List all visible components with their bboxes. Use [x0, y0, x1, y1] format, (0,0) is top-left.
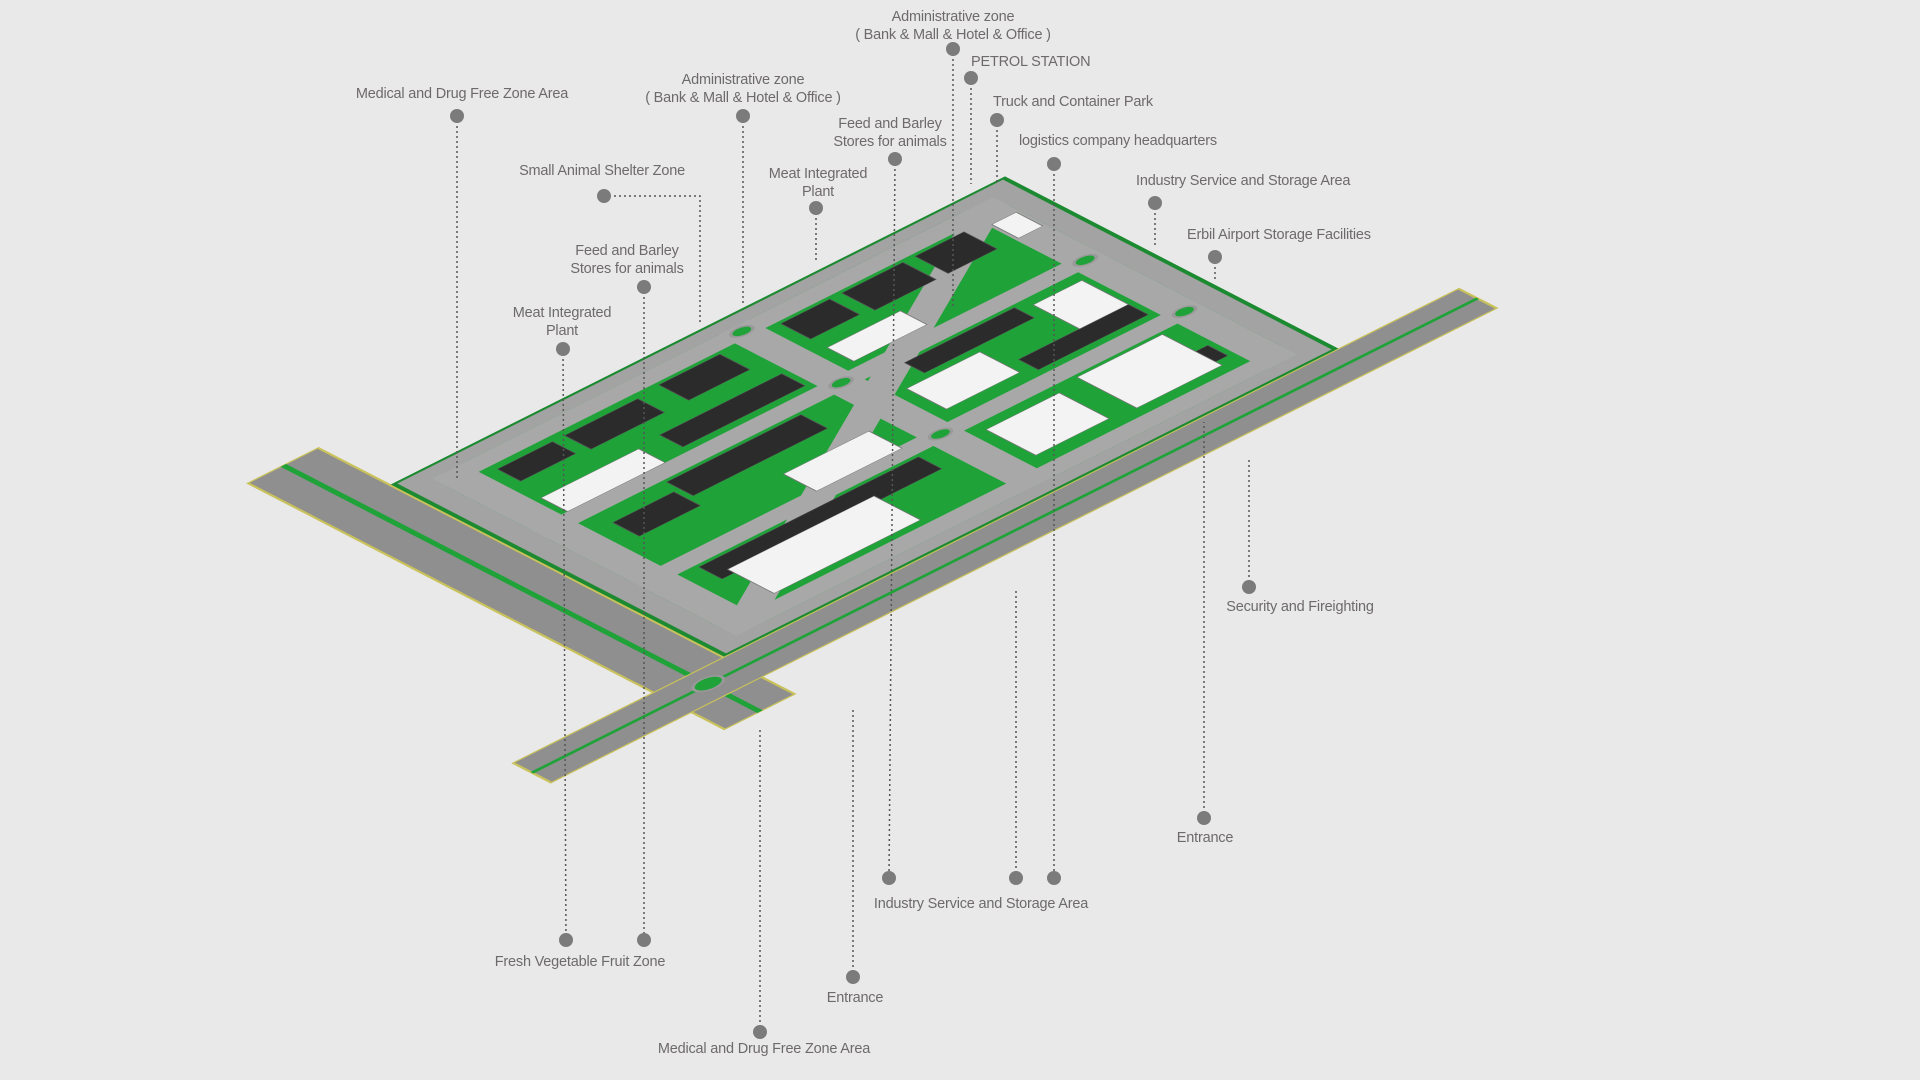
label-erbil-airport: Erbil Airport Storage Facilities [1187, 227, 1371, 243]
label-industry-service-top: Industry Service and Storage Area [1136, 173, 1351, 189]
label-industry-service-bottom: Industry Service and Storage Area [873, 896, 1089, 912]
label-line: Stores for animals [833, 134, 947, 150]
callout-lines [456, 49, 1250, 1032]
label-admin-zone-top: Administrative zone ( Bank & Mall & Hote… [855, 8, 1051, 44]
label-line: Feed and Barley [838, 116, 942, 132]
callout-dots [450, 42, 1256, 1039]
label-entrance-bottom: Entrance [826, 990, 884, 1006]
internal-roads [431, 197, 1298, 636]
highways [246, 176, 1499, 784]
label-medical-bottom: Medical and Drug Free Zone Area [657, 1041, 871, 1057]
label-logistics-hq: logistics company headquarters [1019, 133, 1217, 149]
label-line: ( Bank & Mall & Hotel & Office ) [645, 90, 841, 106]
label-line: Feed and Barley [575, 243, 679, 259]
label-line: Plant [801, 184, 835, 200]
dark-buildings [496, 231, 1229, 580]
label-line: Meat Integrated [768, 166, 868, 182]
label-feed-barley-left: Feed and Barley Stores for animals [570, 242, 683, 278]
label-meat-plant-left: Meat Integrated Plant [513, 304, 612, 340]
label-small-animal-shelter: Small Animal Shelter Zone [519, 163, 685, 179]
label-medical-top: Medical and Drug Free Zone Area [355, 86, 569, 102]
roundabouts [691, 253, 1198, 693]
label-feed-barley-top: Feed and Barley Stores for animals [833, 115, 946, 151]
label-fresh-vegetable: Fresh Vegetable Fruit Zone [494, 954, 666, 970]
label-meat-plant-top: Meat Integrated Plant [769, 165, 868, 201]
label-line: ( Bank & Mall & Hotel & Office ) [855, 27, 1051, 43]
light-buildings [540, 211, 1223, 594]
label-line: Stores for animals [570, 261, 684, 277]
label-line: Administrative zone [891, 9, 1015, 25]
label-admin-zone-left: Administrative zone ( Bank & Mall & Hote… [645, 71, 841, 107]
label-security: Security and Fireighting [1226, 599, 1374, 615]
label-line: Administrative zone [681, 72, 805, 88]
label-petrol-station: PETROL STATION [971, 54, 1091, 70]
label-line: Plant [545, 323, 579, 339]
label-line: Meat Integrated [512, 305, 612, 321]
label-entrance-right: Entrance [1176, 830, 1234, 846]
label-truck-container-park: Truck and Container Park [993, 94, 1153, 110]
